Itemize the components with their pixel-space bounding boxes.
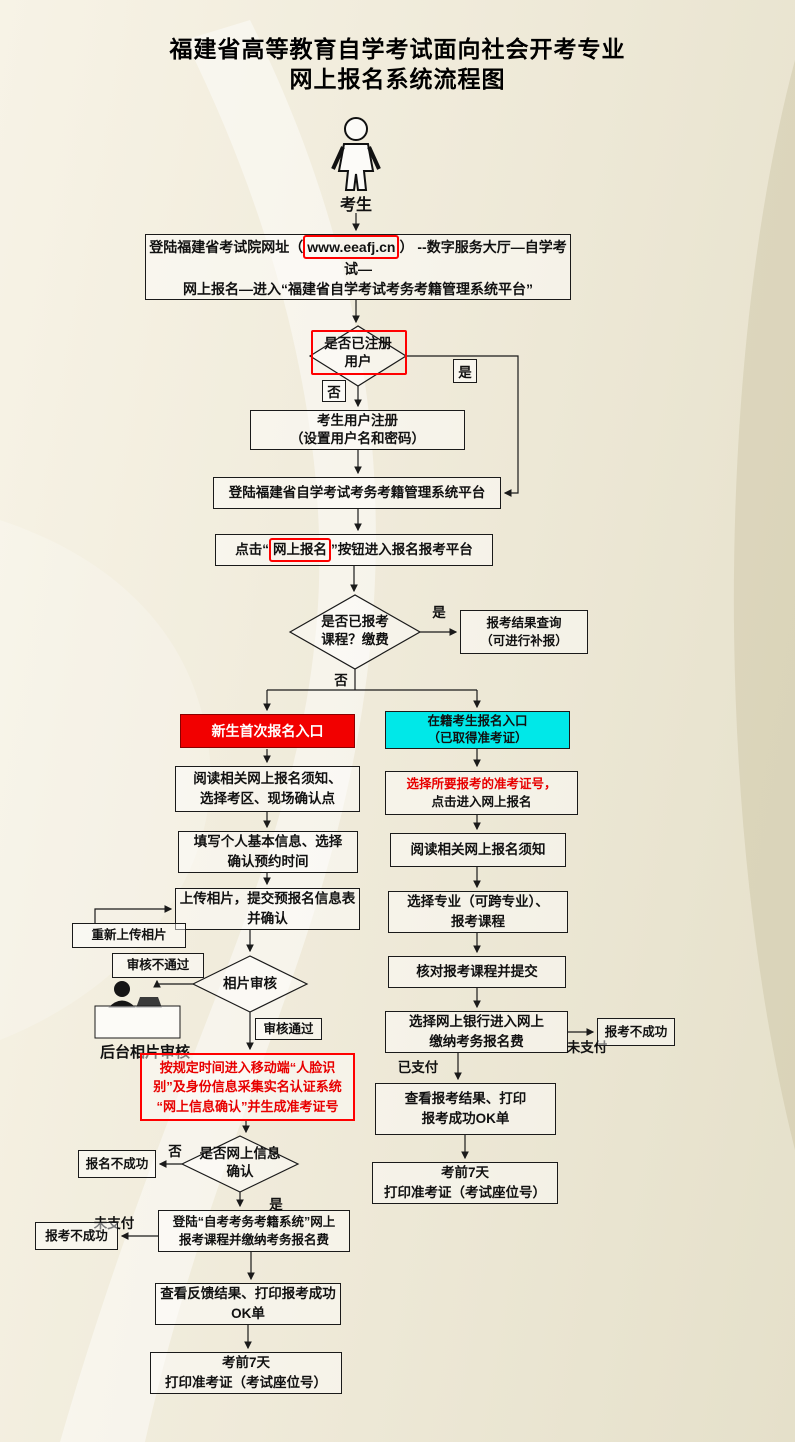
text-line: 报考课程并缴纳考务报名费 <box>178 1233 329 1247</box>
register-fail-box: 报名不成功 <box>78 1150 156 1178</box>
edge-label-enrolled-no: 否 <box>334 673 348 688</box>
text-line: 确认 <box>226 1164 254 1179</box>
choose-ticket-box: 选择所要报考的准考证号， 点击进入网上报名 <box>385 771 578 815</box>
existing-student-entry-box: 在籍考生报名入口 （已取得准考证） <box>385 711 570 749</box>
text-segment: 点击“ <box>235 542 269 558</box>
edge-label-registered-no: 否 <box>322 380 346 402</box>
text-line: 网上报名—进入“福建省自学考试考务考籍管理系统平台” <box>183 281 533 298</box>
fill-info-box: 填写个人基本信息、选择 确认预约时间 <box>178 831 358 873</box>
apply-fail-right-box: 报考不成功 <box>597 1018 675 1046</box>
login-website-box: 登陆福建省考试院网址（www.eeafj.cn） --数字服务大厅—自学考试— … <box>145 234 571 300</box>
view-result-right-box: 查看报考结果、打印 报考成功OK单 <box>375 1083 556 1135</box>
diamond-photo-review <box>191 955 309 1013</box>
edge-label-registered-yes: 是 <box>453 359 477 383</box>
decision-enrolled-text: 是否已报考 课程？缴费 <box>300 609 410 653</box>
text-line: 确认预约时间 <box>227 854 309 869</box>
text-line: 登陆“自考考务考籍系统”网上 <box>172 1214 336 1229</box>
edge-label-paid-right: 已支付 <box>397 1060 439 1075</box>
print-ticket-left-box: 考前7天 打印准考证（考试座位号） <box>150 1352 342 1394</box>
text-line: 选择网上银行进入网上 <box>409 1014 544 1030</box>
text-line: 课程？缴费 <box>321 632 389 647</box>
flow-connectors <box>94 213 595 1350</box>
edge-label-confirm-yes: 是 <box>269 1197 283 1212</box>
text-line: “网上信息确认”并生成准考证号 <box>156 1098 339 1114</box>
url-highlight-annotation: www.eeafj.cn <box>303 234 400 259</box>
reupload-photo-box: 重新上传相片 <box>72 923 186 948</box>
text-line: 选择专业（可跨专业）、 <box>407 894 549 910</box>
text-segment: 登陆福建省考试院网址（ <box>149 238 304 255</box>
check-submit-box: 核对报考课程并提交 <box>388 956 566 988</box>
text-line: 选择所要报考的准考证号， <box>406 776 557 791</box>
text-line: 别”及身份信息采集实名认证系统 <box>153 1079 342 1095</box>
upload-photo-box: 上传相片，提交预报名信息表 并确认 <box>175 888 360 930</box>
text-line: 用户 <box>344 354 372 369</box>
page-title-line1: 福建省高等教育自学考试面向社会开考专业 <box>169 37 626 62</box>
text-line: 在籍考生报名入口 <box>427 714 528 729</box>
text-line: （设置用户名和密码） <box>290 431 425 446</box>
text-line: 是否已注册 <box>324 336 392 352</box>
read-notice-right-box: 阅读相关网上报名须知 <box>390 833 566 867</box>
text-line: （可进行补报） <box>480 634 568 648</box>
review-fail-box: 审核不通过 <box>112 953 204 978</box>
text-line: 上传相片，提交预报名信息表 <box>179 891 356 907</box>
user-register-box: 考生用户注册 （设置用户名和密码） <box>250 410 465 450</box>
edge-label-unpaid-left: 未支付 <box>93 1216 135 1231</box>
new-student-entry-box: 新生首次报名入口 <box>180 714 355 748</box>
text-line: 报考课程 <box>451 914 505 929</box>
read-notice-left-box: 阅读相关网上报名须知、 选择考区、现场确认点 <box>175 766 360 812</box>
decision-registered-text: 是否已注册 用户 <box>313 333 403 373</box>
text-segment: ”按钮进入报名报考平台 <box>331 542 473 558</box>
pay-course-left-box: 登陆“自考考务考籍系统”网上 报考课程并缴纳考务报名费 <box>158 1210 350 1252</box>
text-line: 并确认 <box>247 911 288 926</box>
decision-online-confirm-text: 是否网上信息 确认 <box>184 1141 296 1185</box>
reviewer-desk-icon <box>94 981 181 1039</box>
face-recognition-box: 按规定时间进入移动端“人脸识 别”及身份信息采集实名认证系统 “网上信息确认”并… <box>140 1053 355 1121</box>
result-query-box: 报考结果查询 （可进行补报） <box>460 610 588 654</box>
edge-label-enrolled-yes: 是 <box>432 605 446 620</box>
text-line: 报考成功OK单 <box>421 1111 510 1126</box>
text-line: 是否已报考 <box>321 614 389 630</box>
page-title-line2: 网上报名系统流程图 <box>289 67 506 92</box>
text-line: 打印准考证（考试座位号） <box>165 1375 327 1390</box>
edge-label-confirm-no: 否 <box>168 1144 182 1159</box>
backend-review-label: 后台相片审核 <box>99 1043 190 1061</box>
text-line: OK单 <box>231 1306 265 1321</box>
text-line: 点击“网上报名”按钮进入报名报考平台 <box>235 538 473 562</box>
text-line: 选择考区、现场确认点 <box>200 791 335 806</box>
text-line: 填写个人基本信息、选择 <box>193 834 343 850</box>
actor-label: 考生 <box>339 197 372 214</box>
diamond-enrolled <box>288 594 422 670</box>
text-line: 打印准考证（考试座位号） <box>384 1185 546 1200</box>
decision-diamonds <box>180 325 422 1193</box>
text-line: 是否网上信息 <box>199 1146 281 1162</box>
text-line: 考前7天 <box>221 1355 270 1371</box>
text-line: 按规定时间进入移动端“人脸识 <box>159 1059 336 1075</box>
pay-bank-box: 选择网上银行进入网上 缴纳考务报名费 <box>385 1011 568 1053</box>
text-line: 查看反馈结果、打印报考成功 <box>160 1286 336 1302</box>
text-line: 缴纳考务报名费 <box>429 1034 524 1049</box>
text-line: 查看报考结果、打印 <box>404 1091 527 1107</box>
diamond-online-confirm <box>180 1135 300 1193</box>
login-system-box: 登陆福建省自学考试考务考籍管理系统平台 <box>213 477 501 509</box>
text-line: （已取得准考证） <box>427 731 528 745</box>
text-line: 报考结果查询 <box>486 615 562 630</box>
text-segment: ） --数字服务大厅—自学考试— <box>344 238 567 277</box>
text-line: 考生用户注册 <box>317 412 398 428</box>
click-online-register-box: 点击“网上报名”按钮进入报名报考平台 <box>215 534 493 566</box>
decision-photo-review-text: 相片审核 <box>223 976 277 992</box>
examinee-icon <box>331 117 381 191</box>
apply-fail-left-box: 报考不成功 <box>35 1222 118 1250</box>
choose-major-box: 选择专业（可跨专业）、 报考课程 <box>388 891 568 933</box>
print-ticket-right-box: 考前7天 打印准考证（考试座位号） <box>372 1162 558 1204</box>
review-pass-box: 审核通过 <box>255 1018 322 1040</box>
text-line: 阅读相关网上报名须知、 <box>193 771 342 787</box>
text-line: 登陆福建省考试院网址（www.eeafj.cn） --数字服务大厅—自学考试— <box>146 234 570 280</box>
text-line: 点击进入网上报名 <box>431 795 532 809</box>
view-result-left-box: 查看反馈结果、打印报考成功 OK单 <box>155 1283 341 1325</box>
online-register-highlight-annotation: 网上报名 <box>269 538 331 562</box>
text-line: 考前7天 <box>440 1165 489 1181</box>
